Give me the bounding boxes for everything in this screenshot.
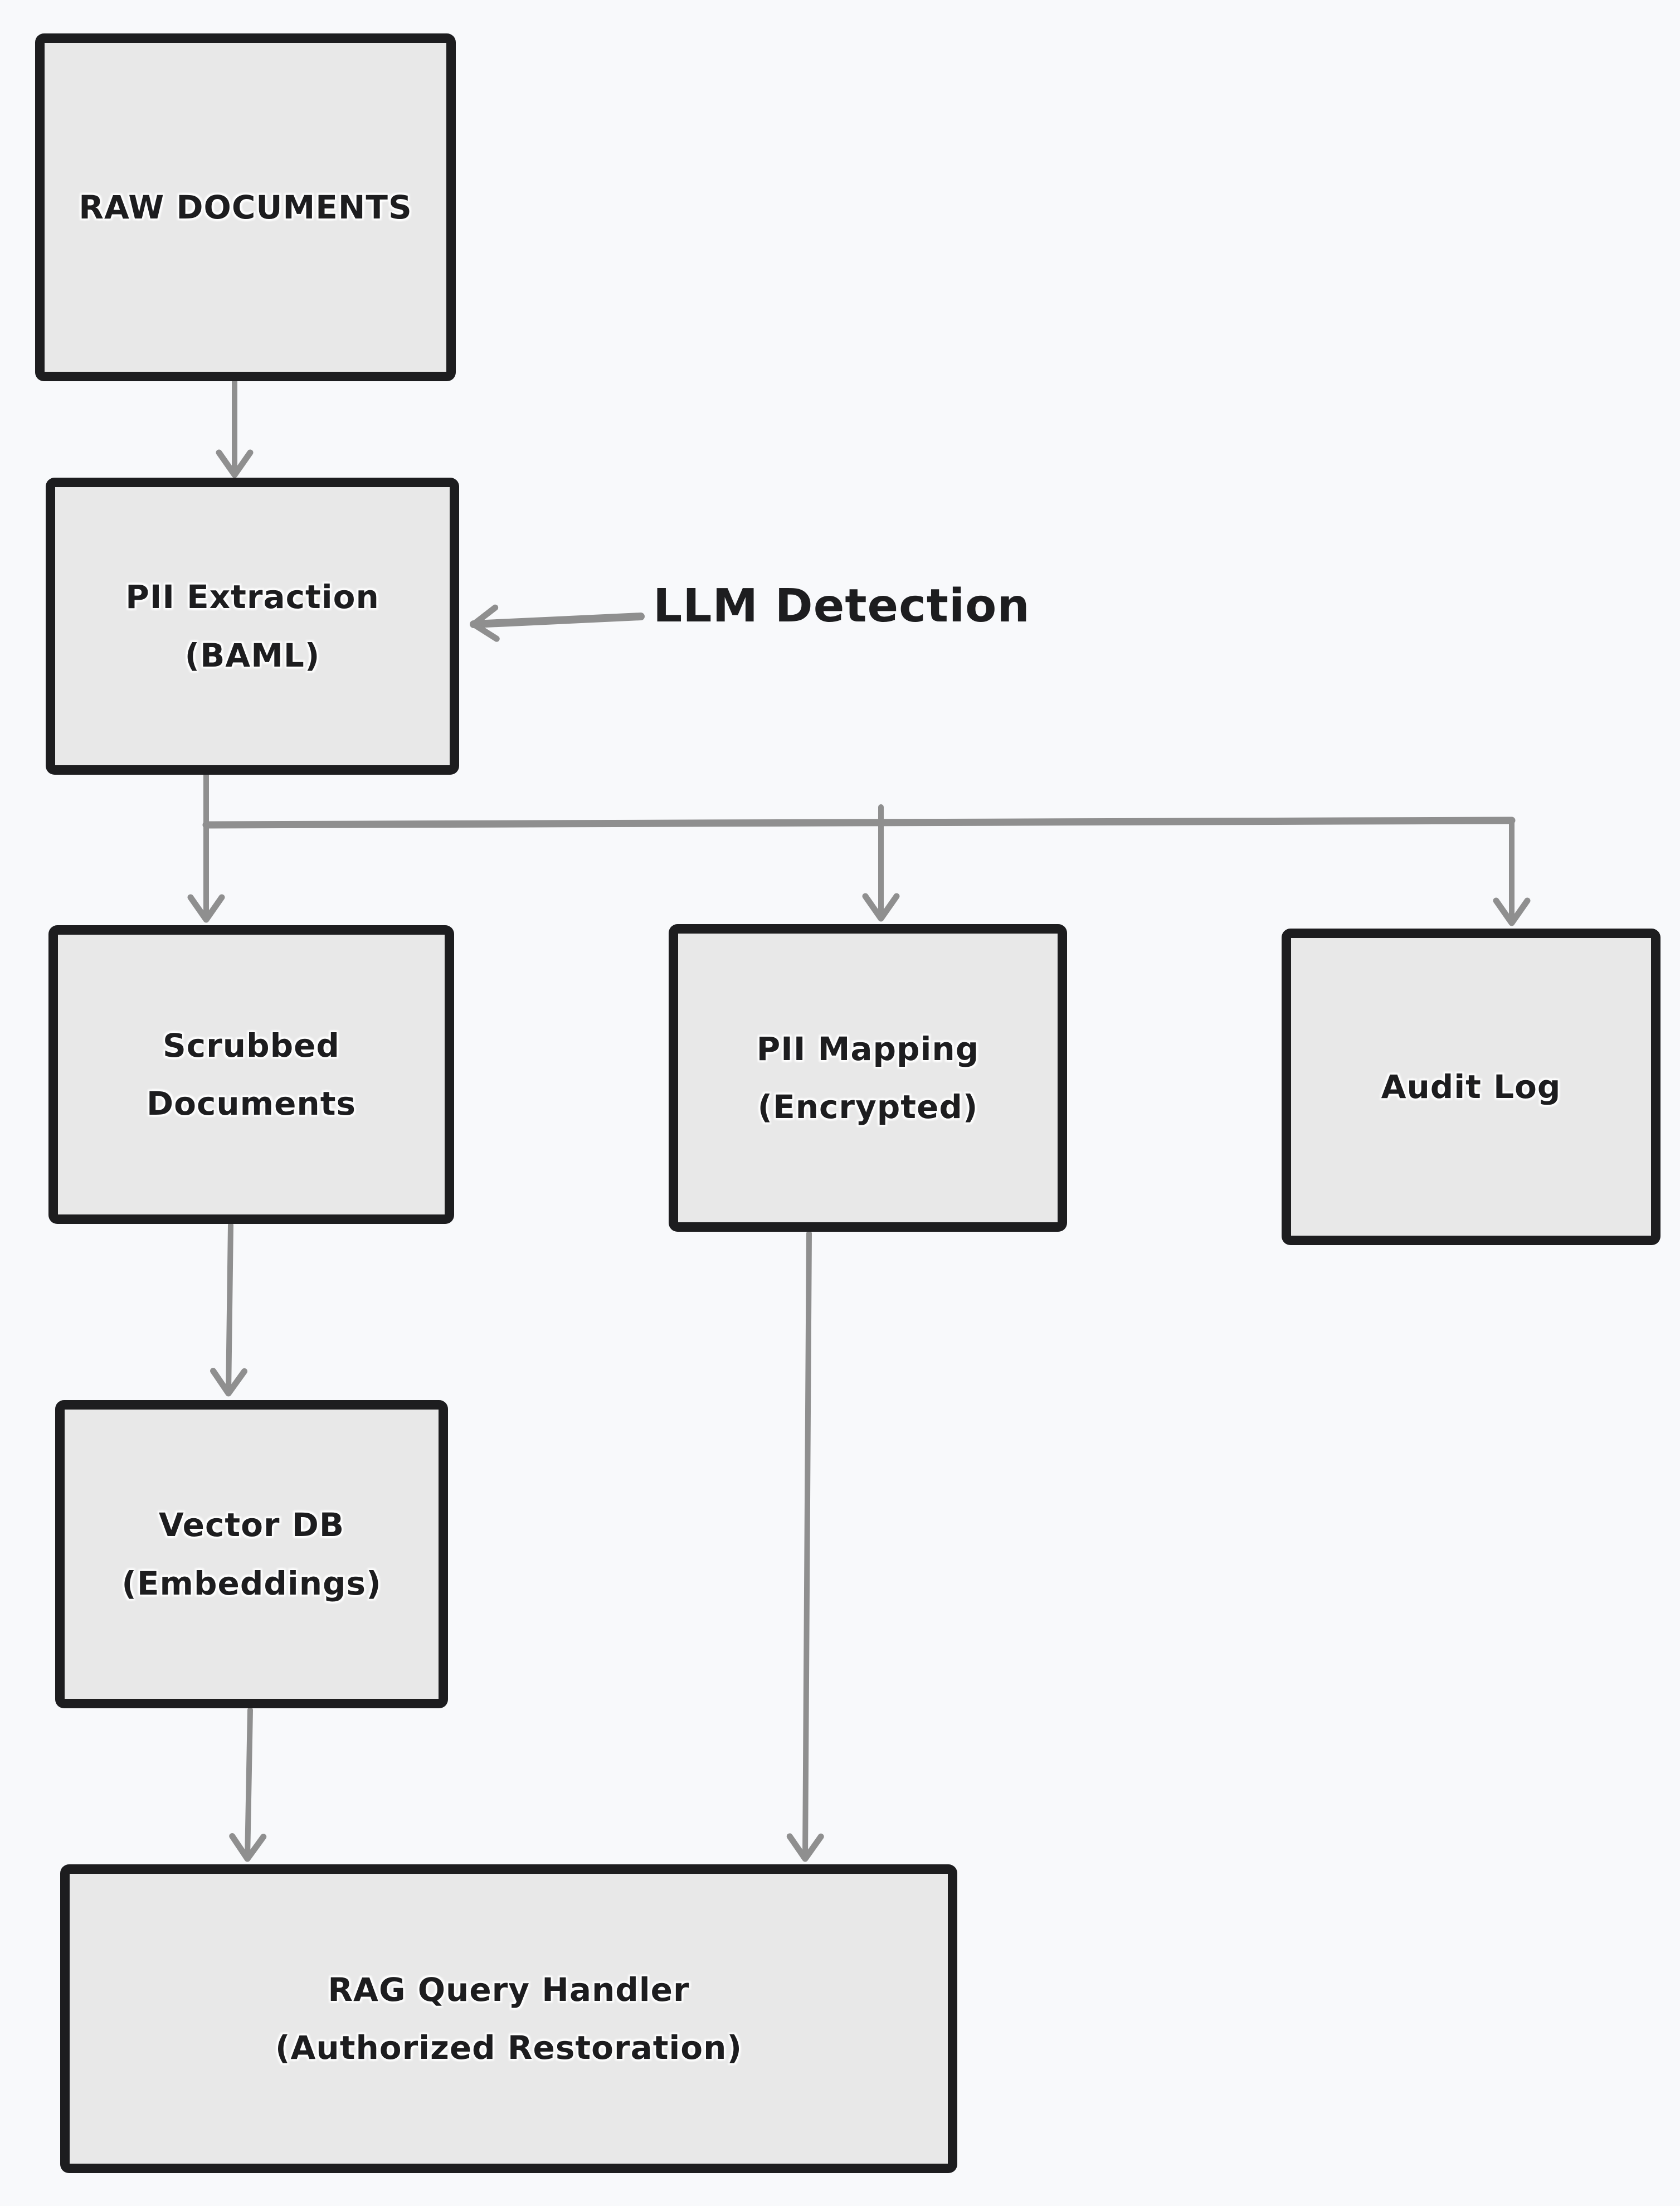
label-line: RAG Query Handler — [328, 1970, 690, 2009]
edge-vectordb-to-rag — [229, 1707, 267, 1862]
node-rag-query-handler-label: RAG Query Handler (Authorized Restoratio… — [275, 1961, 742, 2077]
edge-scrubbed-to-vectordb — [210, 1222, 248, 1397]
node-pii-extraction[interactable]: PII Extraction (BAML) — [46, 478, 459, 775]
label-line: Documents — [147, 1085, 356, 1123]
node-pii-mapping[interactable]: PII Mapping (Encrypted) — [669, 924, 1067, 1232]
node-rag-query-handler[interactable]: RAG Query Handler (Authorized Restoratio… — [60, 1864, 957, 2173]
label-line: (Encrypted) — [757, 1088, 978, 1126]
node-pii-extraction-label: PII Extraction (BAML) — [125, 568, 379, 684]
label-line: Audit Log — [1381, 1067, 1561, 1106]
label-line: (Embeddings) — [121, 1564, 382, 1602]
label-line: Scrubbed — [163, 1026, 340, 1065]
label-line: Vector DB — [158, 1506, 345, 1544]
label-line: PII Mapping — [756, 1029, 980, 1068]
edge-extraction-trunk-horizontal — [202, 817, 1516, 829]
node-audit-log[interactable]: Audit Log — [1282, 929, 1660, 1245]
edge-mapping-to-rag — [786, 1231, 824, 1862]
label-line: RAW DOCUMENTS — [79, 188, 412, 226]
node-vector-db[interactable]: Vector DB (Embeddings) — [55, 1400, 448, 1708]
edge-llm-to-extraction — [470, 604, 645, 642]
llm-detection-annotation[interactable]: LLM Detection — [653, 580, 1030, 633]
node-scrubbed-documents-label: Scrubbed Documents — [147, 1017, 356, 1133]
node-scrubbed-documents[interactable]: Scrubbed Documents — [48, 925, 454, 1224]
label-line: PII Extraction — [125, 578, 379, 616]
node-raw-documents-label: RAW DOCUMENTS — [79, 178, 412, 236]
node-raw-documents[interactable]: RAW DOCUMENTS — [35, 33, 456, 381]
label-line: (BAML) — [184, 636, 320, 674]
node-vector-db-label: Vector DB (Embeddings) — [121, 1496, 381, 1612]
node-audit-log-label: Audit Log — [1381, 1058, 1561, 1116]
label-line: (Authorized Restoration) — [275, 2029, 742, 2067]
node-pii-mapping-label: PII Mapping (Encrypted) — [757, 1020, 979, 1136]
